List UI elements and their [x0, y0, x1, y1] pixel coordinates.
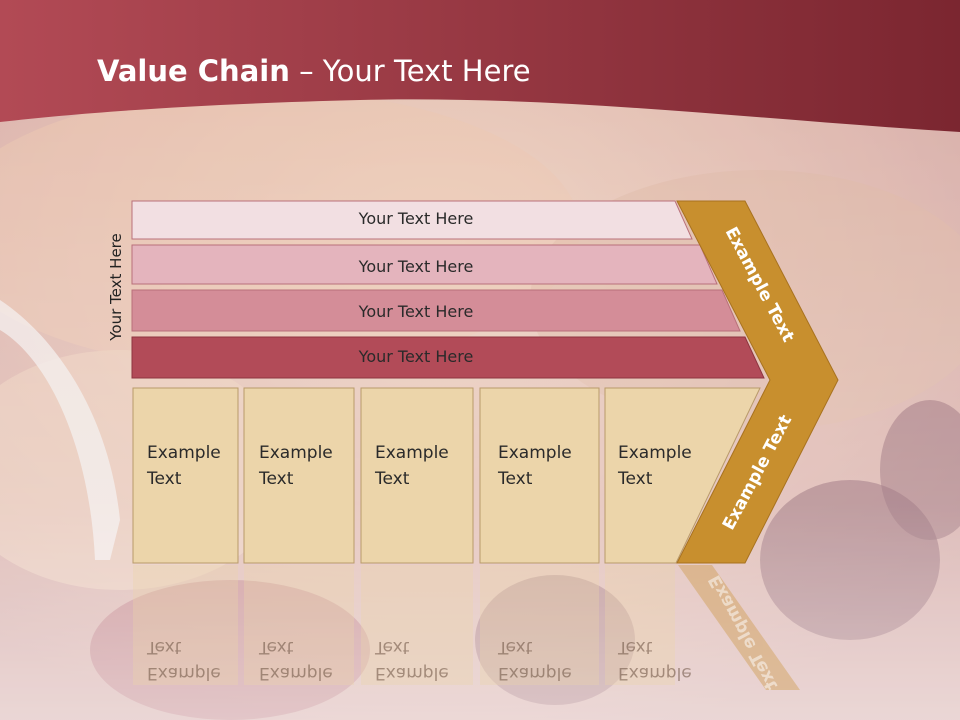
row-bar-1 — [131, 200, 693, 240]
row-label-1: Your Text Here — [358, 209, 474, 228]
header-band — [0, 0, 960, 132]
row-label-4: Your Text Here — [358, 347, 474, 366]
margin-chevron — [676, 200, 839, 564]
cell-3 — [360, 387, 474, 564]
chevron-lower-label-reflection: Example Text — [705, 572, 782, 694]
side-label: Your Text Here — [107, 233, 125, 341]
row-bar-3 — [131, 289, 741, 332]
row-label-3: Your Text Here — [358, 302, 474, 321]
title-bold: Value Chain — [97, 54, 290, 88]
row-bar-4 — [131, 336, 765, 379]
row-bar-2 — [131, 244, 718, 285]
cell-1 — [132, 387, 239, 564]
title-rest: – Your Text Here — [289, 54, 531, 88]
row-label-2: Your Text Here — [358, 257, 474, 276]
slide-title: Value Chain – Your Text Here — [97, 54, 531, 88]
cell-4 — [479, 387, 600, 564]
cell-2 — [243, 387, 355, 564]
cell-5 — [604, 387, 761, 564]
